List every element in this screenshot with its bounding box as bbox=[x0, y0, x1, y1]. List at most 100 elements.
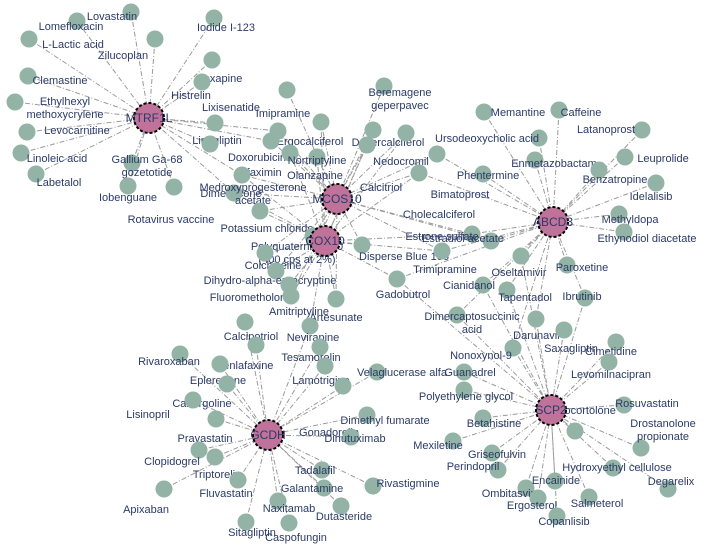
hub-node-abcd3[interactable]: ABCD3 bbox=[533, 206, 573, 238]
drug-node[interactable]: Polyethylene glycol bbox=[419, 381, 513, 403]
drug-node[interactable]: Cholecalciferol bbox=[403, 164, 475, 221]
drug-node-circle[interactable] bbox=[388, 270, 406, 288]
drug-node[interactable]: Caspofungin bbox=[265, 514, 327, 544]
drug-node[interactable]: Venlafaxine bbox=[217, 336, 274, 372]
drug-node[interactable]: Disperse Blue 106 bbox=[353, 236, 449, 263]
drug-node[interactable]: Dinutuximab bbox=[324, 428, 386, 446]
drug-node[interactable]: Griseofulvin bbox=[468, 444, 526, 462]
drug-node[interactable]: Tapentadol bbox=[498, 281, 552, 304]
drug-node[interactable]: Idelalisib bbox=[630, 174, 673, 203]
drug-node-circle[interactable] bbox=[262, 132, 280, 150]
drug-node-circle[interactable] bbox=[498, 281, 516, 299]
drug-node[interactable]: Rivastigmine bbox=[364, 477, 440, 495]
drug-node[interactable]: Ibrutinib bbox=[562, 289, 602, 307]
drug-node[interactable]: Cimetidine bbox=[585, 333, 637, 358]
drug-node-circle[interactable] bbox=[358, 136, 376, 154]
drug-node-circle[interactable] bbox=[632, 439, 650, 457]
drug-node-circle[interactable] bbox=[237, 513, 255, 531]
drug-node-circle[interactable] bbox=[19, 67, 37, 85]
drug-node-circle[interactable] bbox=[206, 114, 224, 132]
drug-node-circle[interactable] bbox=[358, 406, 376, 424]
drug-node-circle[interactable] bbox=[312, 113, 330, 131]
drug-node-circle[interactable] bbox=[428, 145, 446, 163]
hub-node-circle[interactable] bbox=[309, 225, 341, 257]
drug-node-circle[interactable] bbox=[146, 30, 164, 48]
drug-node-circle[interactable] bbox=[269, 492, 287, 510]
drug-node[interactable]: Imipramine bbox=[256, 81, 310, 120]
hub-node-circle[interactable] bbox=[133, 102, 165, 134]
drug-node-circle[interactable] bbox=[203, 51, 221, 69]
drug-node-circle[interactable] bbox=[448, 306, 466, 324]
drug-node[interactable]: Nevirapine bbox=[287, 317, 340, 344]
drug-node-circle[interactable] bbox=[332, 497, 350, 515]
drug-node-circle[interactable] bbox=[610, 205, 628, 223]
drug-node[interactable]: Tadalafil bbox=[295, 461, 335, 479]
drug-node-circle[interactable] bbox=[18, 123, 36, 141]
drug-node[interactable]: Gadobutrol bbox=[376, 270, 430, 301]
drug-node[interactable]: Benzatropine bbox=[583, 161, 648, 186]
drug-node[interactable]: Galantamine bbox=[281, 479, 343, 497]
drug-node[interactable]: Amitriptyline bbox=[269, 287, 329, 318]
drug-node-circle[interactable] bbox=[566, 422, 584, 440]
drug-node[interactable]: Fluvastatin bbox=[199, 471, 253, 500]
drug-node-circle[interactable] bbox=[375, 77, 393, 95]
drug-node-circle[interactable] bbox=[504, 339, 522, 357]
drug-node-circle[interactable] bbox=[529, 489, 547, 507]
drug-node-circle[interactable] bbox=[607, 333, 625, 351]
drug-node[interactable]: Ursodeoxycholic acid bbox=[435, 129, 548, 147]
drug-node-circle[interactable] bbox=[68, 12, 86, 30]
drug-node[interactable]: Lixisenatide bbox=[201, 102, 261, 153]
drug-node-circle[interactable] bbox=[633, 121, 651, 139]
drug-node[interactable]: Olanzapine bbox=[281, 144, 343, 182]
drug-node-circle[interactable] bbox=[233, 166, 251, 184]
drug-node-circle[interactable] bbox=[247, 336, 265, 354]
drug-node-circle[interactable] bbox=[190, 441, 208, 459]
drug-node-circle[interactable] bbox=[236, 313, 254, 331]
drug-node-circle[interactable] bbox=[580, 488, 598, 506]
drug-node-circle[interactable] bbox=[463, 225, 481, 243]
hub-node-mtrf1l[interactable]: MTRF1L bbox=[126, 102, 173, 134]
drug-node[interactable]: Cianidanol bbox=[443, 276, 495, 294]
drug-node-circle[interactable] bbox=[474, 165, 492, 183]
drug-node-circle[interactable] bbox=[364, 121, 382, 139]
drug-node[interactable]: Clemastine bbox=[19, 67, 88, 87]
drug-node-circle[interactable] bbox=[555, 321, 573, 339]
drug-node[interactable]: Estrone sulfate bbox=[405, 225, 481, 243]
drug-node-circle[interactable] bbox=[165, 178, 183, 196]
drug-node[interactable]: Memantine bbox=[475, 103, 546, 121]
drug-node[interactable]: Labetalol bbox=[27, 165, 82, 189]
drug-node[interactable]: L-Lactic acid bbox=[20, 30, 104, 51]
drug-node-circle[interactable] bbox=[334, 377, 352, 395]
drug-node-circle[interactable] bbox=[206, 448, 224, 466]
drug-node[interactable]: Leuprolide bbox=[616, 148, 689, 166]
drug-node-circle[interactable] bbox=[530, 129, 548, 147]
drug-node[interactable]: Nortriptyline bbox=[288, 148, 347, 167]
drug-node-circle[interactable] bbox=[256, 244, 274, 262]
drug-node[interactable]: Degarelix bbox=[648, 476, 695, 498]
drug-node-circle[interactable] bbox=[327, 290, 345, 308]
drug-node[interactable]: Ergocalciferol bbox=[277, 113, 344, 148]
drug-node-circle[interactable] bbox=[548, 507, 566, 525]
drug-node[interactable]: Methyldopa bbox=[602, 205, 660, 226]
drug-node[interactable]: Pravastatin bbox=[177, 410, 233, 445]
drug-node[interactable]: Apixaban bbox=[123, 480, 173, 516]
drug-node-circle[interactable] bbox=[474, 409, 492, 427]
drug-node-circle[interactable] bbox=[301, 317, 319, 335]
drug-node-circle[interactable] bbox=[27, 165, 45, 183]
hub-node-cox10[interactable]: COX10 bbox=[305, 225, 345, 257]
drug-node[interactable]: Zilucoplan bbox=[98, 30, 164, 62]
drug-node-circle[interactable] bbox=[218, 375, 236, 393]
drug-node-circle[interactable] bbox=[6, 93, 24, 111]
drug-node-circle[interactable] bbox=[474, 276, 492, 294]
drug-node[interactable]: Saxagliptin bbox=[544, 321, 598, 355]
drug-node[interactable]: Naxitamab bbox=[263, 492, 316, 515]
drug-node[interactable]: Trimipramine bbox=[413, 242, 477, 276]
hub-node-circle[interactable] bbox=[537, 206, 569, 238]
drug-node[interactable]: Guanadrel bbox=[444, 363, 496, 381]
drug-node[interactable]: Dihydro-alpha-ergocryptine bbox=[204, 262, 337, 287]
drug-node-circle[interactable] bbox=[482, 232, 500, 250]
drug-node-circle[interactable] bbox=[229, 471, 247, 489]
drug-node-circle[interactable] bbox=[342, 428, 360, 446]
